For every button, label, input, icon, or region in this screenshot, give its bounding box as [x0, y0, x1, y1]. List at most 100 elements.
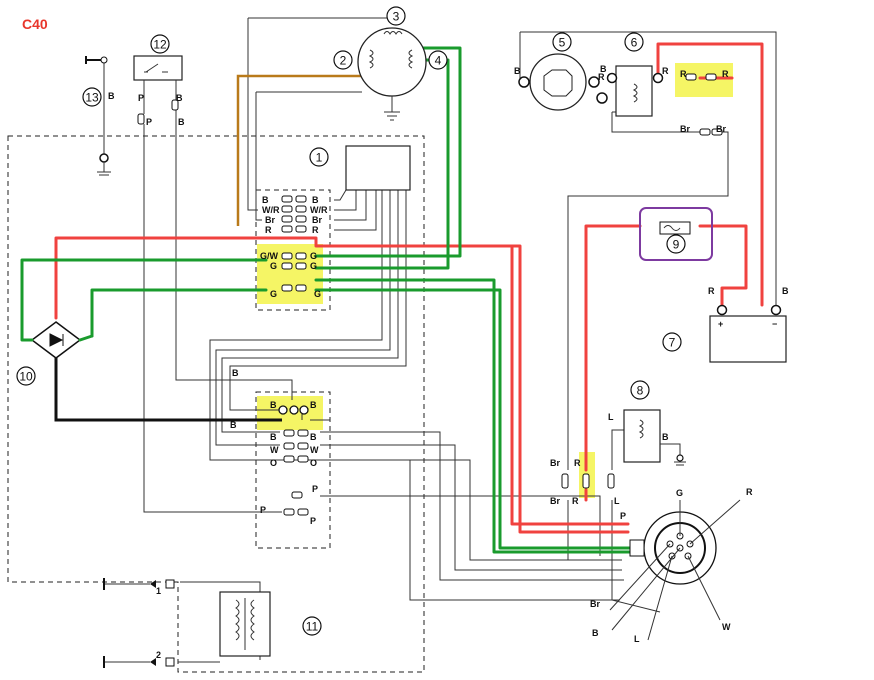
- terminal-number-2: 2: [156, 650, 161, 660]
- wire-label-white-red: W/R: [310, 205, 328, 215]
- wire-label-blue: L: [608, 412, 614, 422]
- wire-label-blk: B: [230, 420, 237, 430]
- wire-label-pink: P: [620, 511, 626, 521]
- wire-label-orange: O: [310, 458, 317, 468]
- wire-label-white: W: [722, 622, 731, 632]
- wire-label-brown: Br: [265, 215, 275, 225]
- wire-label-brown: Br: [716, 124, 726, 134]
- switch-12: [133, 55, 183, 81]
- component-number-6: 6: [631, 36, 638, 50]
- wire-label-blk: B: [232, 368, 239, 378]
- component-marker-6: 6: [624, 32, 644, 52]
- wire-label-blk: B: [592, 628, 599, 638]
- highlight-black-connectors: [257, 396, 323, 430]
- component-marker-5: 5: [552, 32, 572, 52]
- wire-label-brown: Br: [550, 496, 560, 506]
- wire-label-blk: B: [514, 66, 521, 76]
- battery-negative: −: [772, 319, 777, 329]
- diagram-title: C40: [22, 16, 48, 32]
- wire-label-pink: P: [146, 117, 152, 127]
- wire-label-blue: L: [634, 634, 640, 644]
- wire-label-orange: O: [270, 458, 277, 468]
- wire-label-green: G: [310, 261, 317, 271]
- wire-label-blk: B: [178, 117, 185, 127]
- component-number-3: 3: [393, 10, 400, 24]
- wire-label-red: R: [572, 496, 579, 506]
- wire-label-white: W: [270, 445, 279, 455]
- component-marker-9: 9: [666, 234, 686, 254]
- wire-label-blk: B: [782, 286, 789, 296]
- fuse-frame: [639, 207, 713, 261]
- terminal-number-1: 1: [156, 586, 161, 596]
- lower-connector-block: [255, 391, 331, 549]
- magneto-body: [357, 27, 427, 97]
- component-marker-13: 13: [82, 87, 102, 107]
- upper-connector-block: [255, 189, 331, 311]
- wire-label-blk: B: [270, 432, 277, 442]
- component-number-2: 2: [340, 54, 347, 68]
- wire-label-blk: B: [262, 195, 269, 205]
- component-8-box: [623, 409, 661, 463]
- green-wires: [20, 46, 632, 554]
- main-harness-connector: [609, 499, 741, 641]
- connector-terminals: [137, 73, 723, 516]
- component-number-10: 10: [19, 370, 33, 384]
- starter-relay: [615, 65, 653, 117]
- wire-label-brown: Br: [680, 124, 690, 134]
- component-marker-4: 4: [428, 50, 448, 70]
- component-marker-10: 10: [16, 366, 36, 386]
- wire-label-green: G: [314, 289, 321, 299]
- component-number-13: 13: [85, 91, 99, 105]
- wire-label-brown: Br: [550, 458, 560, 468]
- brown-wire: [236, 74, 362, 226]
- harness-enclosure: [7, 135, 425, 673]
- component-number-12: 12: [153, 38, 167, 52]
- wire-label-green-white: G/W: [260, 251, 279, 261]
- magneto-coils: [368, 31, 414, 69]
- component-marker-3: 3: [386, 6, 406, 26]
- wire-label-blk: B: [600, 64, 607, 74]
- fuse-symbol: [659, 221, 691, 235]
- wire-label-blk: B: [662, 432, 669, 442]
- ring-terminals: [278, 405, 309, 415]
- wire-label-blk: B: [310, 400, 317, 410]
- wire-label-red: R: [662, 66, 669, 76]
- starter-motor: [529, 53, 587, 111]
- wire-label-blk: B: [176, 93, 183, 103]
- starter-rotor: [543, 69, 573, 97]
- component-number-8: 8: [637, 384, 644, 398]
- component-marker-1: 1: [309, 147, 329, 167]
- component-marker-8: 8: [630, 380, 650, 400]
- component-marker-12: 12: [150, 34, 170, 54]
- wire-label-red: R: [598, 72, 605, 82]
- wire-label-red: R: [708, 286, 715, 296]
- wire-label-red: R: [574, 458, 581, 468]
- wire-label-green: G: [676, 488, 683, 498]
- component-marker-7: 7: [662, 332, 682, 352]
- wire-label-white-red: W/R: [262, 205, 280, 215]
- component-number-1: 1: [316, 151, 323, 165]
- magneto-ground: [384, 96, 400, 121]
- wire-label-blk: B: [310, 432, 317, 442]
- wire-label-blk: B: [312, 195, 319, 205]
- wire-label-blk: B: [270, 400, 277, 410]
- relay-coil: [632, 83, 638, 103]
- wire-label-green: G: [270, 261, 277, 271]
- wire-label-green: G: [310, 251, 317, 261]
- wire-label-red: R: [265, 225, 272, 235]
- wire-label-red: R: [312, 225, 319, 235]
- highlight-red-connector: [675, 63, 733, 97]
- wire-label-red: R: [722, 69, 729, 79]
- component-number-11: 11: [306, 620, 319, 634]
- wire-label-pink: P: [312, 484, 318, 494]
- component-marker-11: 11: [302, 616, 322, 636]
- component-number-5: 5: [559, 36, 566, 50]
- wire-label-pink: P: [310, 516, 316, 526]
- wire-label-red: R: [680, 69, 687, 79]
- wire-label-white: W: [310, 445, 319, 455]
- wire-label-brown: Br: [590, 599, 600, 609]
